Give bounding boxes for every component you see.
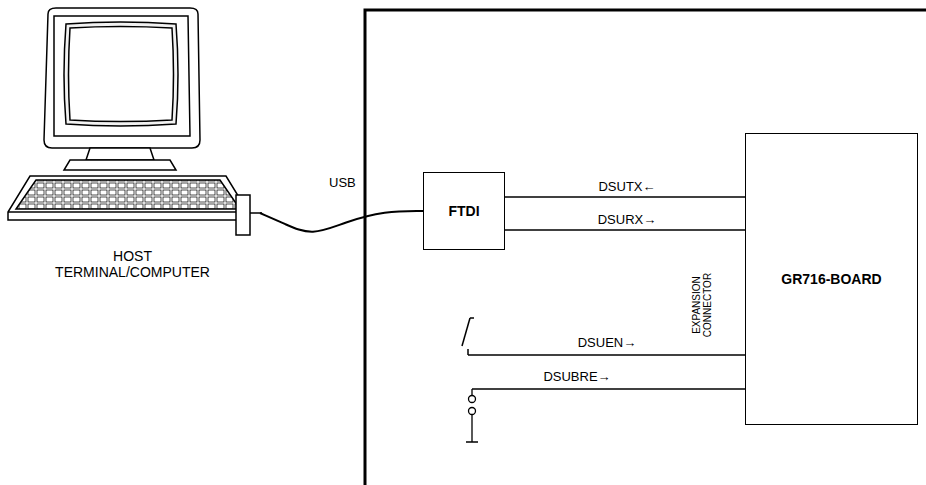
node-text: FTDI [448,203,479,219]
usb-cable [260,211,423,232]
component-box: GR716-BOARD [745,133,918,425]
button-symbol [466,389,745,442]
computer-node: HOST TERMINAL/COMPUTER [5,5,260,280]
board-outline [365,10,926,485]
signal-wire [505,196,745,197]
signal-name: DSURX→ [596,213,659,227]
signal-wire [505,229,745,230]
component-box: FTDI [423,172,505,250]
signal-name: DSUEN→ [576,336,639,350]
cable-label: USB [327,176,358,190]
node-text: HOST TERMINAL/COMPUTER [43,248,223,280]
signal-name: DSUBRE→ [541,370,612,384]
signal-name: DSUTX← [596,180,657,194]
node-text: GR716-BOARD [781,271,881,287]
computer-icon [8,8,262,235]
connector-label: EXPANSION CONNECTOR [691,265,713,345]
